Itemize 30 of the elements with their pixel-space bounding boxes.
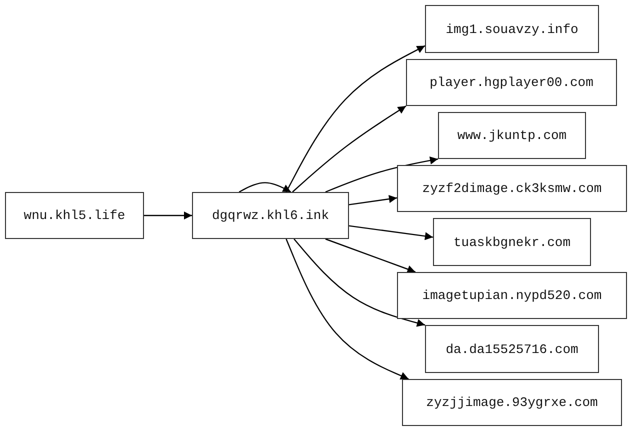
arrow	[238, 182, 292, 193]
domain-name: tuaskbgnekr.com	[453, 234, 571, 250]
domain-box	[425, 325, 599, 373]
arrow	[294, 238, 426, 327]
domain-name: wnu.khl5.life	[24, 208, 126, 223]
arrow	[325, 156, 438, 193]
domain-box	[406, 59, 617, 106]
domain-name: da.da15525716.com	[446, 342, 578, 356]
domain-name: player.hgplayer00.com	[430, 75, 594, 90]
arrow	[325, 238, 416, 273]
domain-box	[397, 272, 627, 319]
arrow	[348, 225, 434, 240]
arrow	[286, 45, 426, 192]
domain-name: img1.souavzy.info	[446, 22, 578, 36]
domain-box	[425, 5, 599, 53]
arrow	[144, 212, 192, 220]
domain-box	[397, 165, 627, 212]
arrow	[348, 195, 398, 206]
domain-box	[192, 192, 349, 239]
domain-name: zyzf2dimage.ck3ksmw.com	[422, 181, 602, 196]
domain-name: www.jkuntp.com	[457, 128, 567, 143]
domain-name: dgqrwz.khl6.ink	[212, 208, 330, 223]
arrow	[286, 238, 409, 380]
domain-box	[433, 218, 591, 266]
domain-name: imagetupian.nypd520.com	[422, 288, 602, 303]
domain-name: zyzjjimage.93ygrxe.com	[426, 395, 598, 410]
domain-box	[438, 112, 586, 159]
arrow	[292, 106, 406, 192]
domain-box	[5, 192, 144, 239]
domain-box	[402, 379, 622, 426]
